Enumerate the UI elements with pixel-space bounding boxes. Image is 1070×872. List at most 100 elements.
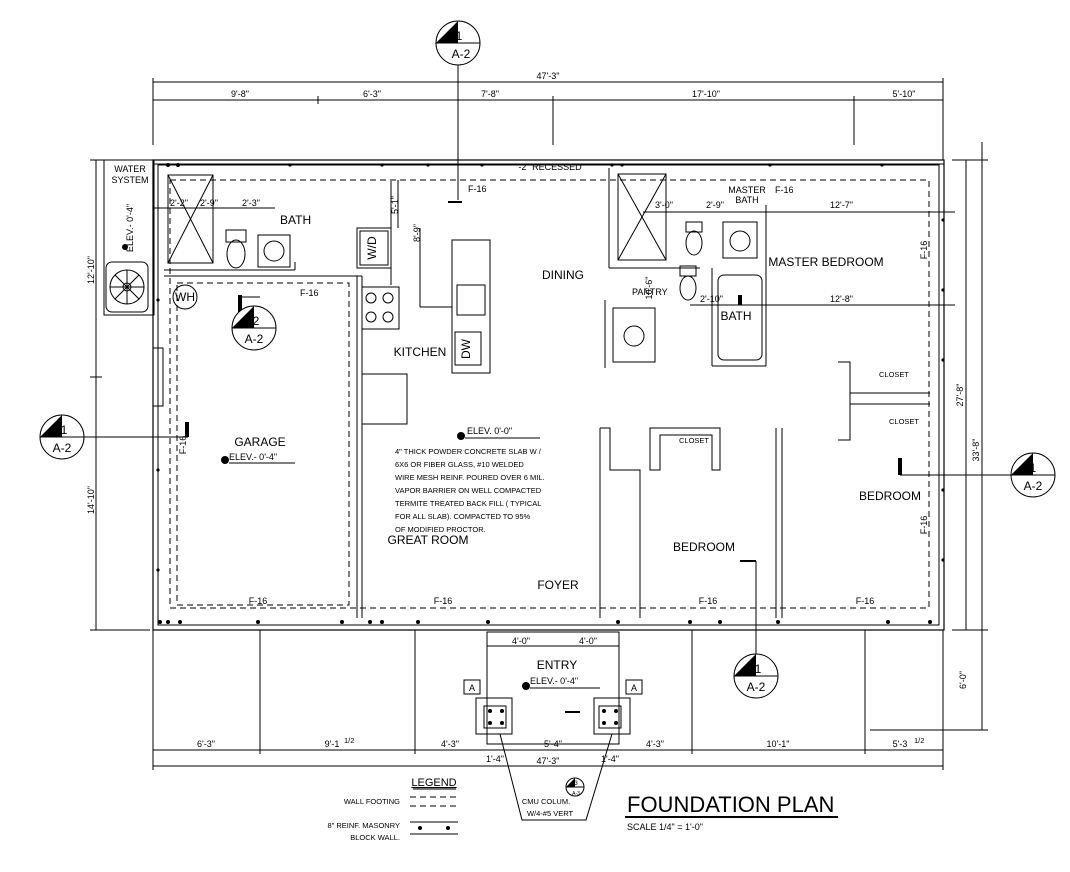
- closet-walls: [599, 361, 930, 618]
- entry-label: ENTRY: [537, 658, 577, 672]
- water-label-1: WATER: [114, 164, 146, 174]
- bottom-dim-4: 5'-4": [544, 739, 562, 749]
- footing-label-right-top: F-16: [919, 241, 929, 260]
- left-dim-upper: 12'-10": [86, 256, 96, 284]
- garage-footing: [176, 282, 350, 606]
- garage-door-left: [152, 347, 164, 407]
- column-tag-left-label: A: [469, 683, 475, 693]
- dw-label: DW: [459, 338, 473, 359]
- block-wall-dots: [156, 163, 945, 624]
- cmu-callout: [499, 733, 613, 821]
- bottom-dim-7: 5'-3: [893, 739, 908, 749]
- footing-label-right-bottom: F-16: [919, 516, 929, 535]
- garage-elev: ELEV.- 0'-4": [229, 452, 277, 462]
- slab-note-1: 4" THICK POWDER CONCRETE SLAB W /: [395, 447, 542, 456]
- footing-label-bottom-2: F-16: [699, 596, 718, 606]
- master-mid-dim-1: 2'-10": [700, 294, 723, 304]
- section-left-sheet: A-2: [53, 441, 72, 455]
- slab-note-6: FOR ALL SLAB). COMPACTED TO 95%: [395, 512, 531, 521]
- section-left-num: 1: [61, 423, 68, 437]
- bath-vert-dim: 5'-1": [390, 196, 400, 214]
- slab-note-3: WIRE MESH REINF. POURED OVER 6 MIL.: [395, 473, 545, 482]
- slab-elev: ELEV. 0'-0": [467, 426, 512, 436]
- section-mark-bottom: [733, 653, 779, 699]
- water-label-2: SYSTEM: [111, 175, 148, 185]
- bath-left: [164, 174, 362, 277]
- master-bath-label-1: MASTER: [728, 185, 766, 195]
- wd-label: W/D: [365, 236, 379, 260]
- bottom-dimension-lines: [152, 630, 944, 770]
- water-elev: ELEV.- 0'-4": [125, 204, 135, 252]
- bedroom-label-1: BEDROOM: [673, 540, 735, 554]
- top-dim-2: 6'-3": [363, 89, 381, 99]
- cmu-dim-2: 1'-4": [601, 754, 619, 764]
- master-dim-1: 3'-0": [655, 200, 673, 210]
- footing-label-top: F-16: [468, 184, 487, 194]
- drawing-scale: SCALE 1/4" = 1'-0": [627, 822, 703, 832]
- section-right-num: 1: [1030, 461, 1037, 475]
- bottom-dim-7-frac: 1/2: [914, 736, 924, 745]
- kitchen-label: KITCHEN: [394, 345, 447, 359]
- bottom-overall-dim: 47'-3": [537, 756, 560, 766]
- footing-label-garage-bottom: F-16: [249, 596, 268, 606]
- section-mark-right: [898, 452, 1056, 498]
- bottom-dim-6: 10'-1": [767, 739, 790, 749]
- bottom-dim-5: 4'-3": [646, 739, 664, 749]
- cmu-dim-1: 1'-4": [486, 754, 504, 764]
- bottom-dim-2-frac: 1/2: [344, 736, 354, 745]
- garage-label: GARAGE: [234, 435, 285, 449]
- top-dim-3: 7'-8": [481, 89, 499, 99]
- master-mid-dim-2: 12'-8": [830, 294, 853, 304]
- drawing-title: FOUNDATION PLAN: [627, 792, 834, 817]
- slab-note-2: 6X6 OR FIBER GLASS, #10 WELDED: [395, 460, 524, 469]
- slab-note-4: VAPOR BARRIER ON WELL COMPACTED: [395, 486, 542, 495]
- cmu-note-2: W/4-#5 VERT: [527, 809, 574, 818]
- water-heater: [172, 284, 198, 310]
- footing-label-bottom-1: F-16: [434, 596, 453, 606]
- great-room-label: GREAT ROOM: [388, 533, 469, 547]
- top-dim-5: 5'-10": [893, 89, 916, 99]
- section-2-sheet: A-2: [245, 332, 264, 346]
- entry-porch: [475, 631, 631, 745]
- left-dim-lower: 14'-10": [86, 486, 96, 514]
- slab-note-5: TERMITE TREATED BACK FILL ( TYPICAL: [395, 499, 541, 508]
- left-dimension-lines: [90, 159, 150, 631]
- entry-elev: ELEV.- 0'-4": [530, 676, 578, 686]
- detail-sheet: A-3: [572, 791, 580, 797]
- footing-label-bottom-3: F-16: [856, 596, 875, 606]
- pantry-label: PANTRY: [632, 287, 668, 297]
- bath-dim-1: 2'-2": [170, 198, 188, 208]
- pantry-vert-dim: 10'-6": [644, 277, 654, 300]
- master-bath: [604, 168, 767, 368]
- master-dim-2: 2'-9": [706, 200, 724, 210]
- cmu-dots: [488, 709, 618, 725]
- detail-num: 3: [574, 781, 578, 787]
- right-dim-inner: 27'-8": [955, 384, 965, 407]
- overall-width-dim: 47'-3": [537, 71, 560, 81]
- master-dim-3: 12'-7": [830, 200, 853, 210]
- section-mark-left: [39, 414, 189, 460]
- bath-dim-2: 2'-9": [200, 198, 218, 208]
- entry-dim-1: 4'-0": [512, 636, 530, 646]
- section-right-sheet: A-2: [1024, 479, 1043, 493]
- bottom-dim-1: 6'-3": [197, 739, 215, 749]
- foyer-label: FOYER: [537, 578, 579, 592]
- section-mark-top: 1 A-2: [434, 20, 481, 200]
- right-dim-entry: 6'-0": [958, 671, 968, 689]
- bath-left-label: BATH: [280, 213, 311, 227]
- legend-block-wall-2: BLOCK WALL.: [350, 833, 400, 842]
- foundation-outline: [152, 159, 945, 631]
- footing-label-mb: F-16: [775, 185, 794, 195]
- right-dim-outer: 33'-8": [971, 439, 981, 462]
- top-dim-1: 9'-8": [231, 89, 249, 99]
- top-dim-4: 17'-10": [692, 89, 720, 99]
- bottom-dim-2: 9'-1: [325, 739, 340, 749]
- entry-dim-2: 4'-0": [579, 636, 597, 646]
- kitchen-vert-dim: 8'-9": [412, 224, 422, 242]
- bath-dim-3: 2'-3": [242, 198, 260, 208]
- column-tag-right-label: A: [631, 683, 637, 693]
- footing-label-garage-top: F-16: [300, 288, 319, 298]
- cmu-note-1: CMU COLUM.: [522, 797, 570, 806]
- master-bath-label-2: BATH: [735, 195, 758, 205]
- recessed-note: -2" RECESSED: [518, 162, 582, 172]
